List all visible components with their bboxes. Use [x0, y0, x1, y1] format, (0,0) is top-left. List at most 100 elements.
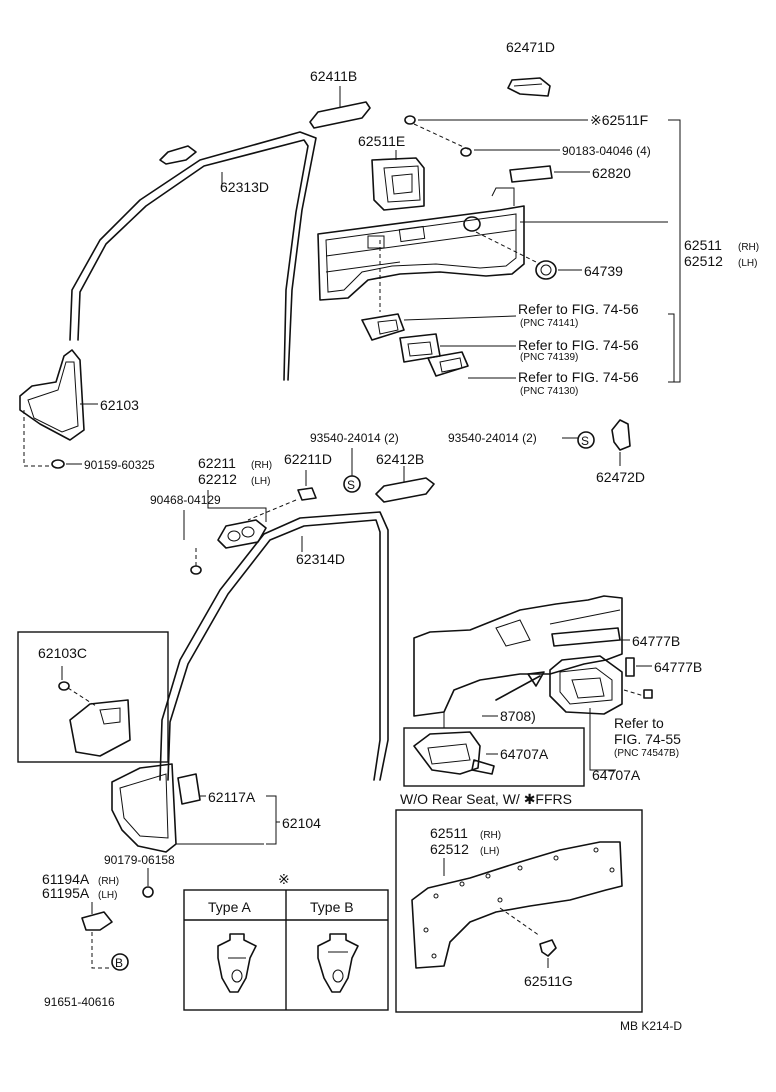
part-64707A-drawing — [549, 655, 653, 771]
part-64707A-inset-drawing — [413, 731, 498, 775]
s-washer-left: S — [343, 475, 361, 493]
label-refer-3: Refer to FIG. 74-56 — [518, 369, 639, 385]
label-wo-rear-seat: W/O Rear Seat, W/ ✱FFRS — [400, 791, 572, 807]
guide-62211D — [247, 499, 297, 521]
label-62314D: 62314D — [296, 551, 345, 567]
part-64777B-strip — [551, 627, 630, 647]
part-62211-garnish — [217, 519, 267, 549]
part-62412B-drawing — [375, 466, 435, 503]
leader-62211 — [207, 490, 267, 522]
label-62511-lower-rh: (RH) — [480, 830, 501, 841]
part-62104-drawing — [111, 763, 264, 853]
label-62313D: 62313D — [220, 179, 269, 195]
label-62103: 62103 — [100, 397, 139, 413]
label-64777B-1: 64777B — [632, 633, 680, 649]
part-90179-nut — [142, 886, 154, 898]
label-61194A: 61194A — [42, 871, 90, 887]
inset-box-62103C — [17, 631, 169, 763]
label-pnc-B: (PNC 74547B) — [614, 748, 679, 759]
label-type-a: Type A — [208, 899, 251, 915]
svg-text:S: S — [581, 434, 589, 448]
label-90183: 90183-04046 (4) — [562, 144, 651, 158]
part-62211D-screw — [297, 487, 317, 501]
label-62411B: 62411B — [310, 68, 357, 84]
label-62104: 62104 — [282, 815, 321, 831]
part-62471D-drawing — [507, 77, 551, 97]
label-61194A-rh: (RH) — [98, 876, 119, 887]
part-64739-drawing — [475, 231, 582, 280]
inset-box-64707A — [403, 727, 585, 787]
label-62512-lower: 62512 — [430, 841, 469, 857]
label-62471D: 62471D — [506, 39, 555, 55]
label-refer-1: Refer to FIG. 74-56 — [518, 301, 639, 317]
part-62313D-drawing — [69, 131, 317, 381]
part-62472D-drawing — [611, 419, 631, 466]
label-90179: 90179-06158 — [104, 853, 175, 867]
label-64739: 64739 — [584, 263, 623, 279]
label-clip-mark: ※ — [278, 871, 290, 887]
label-62211D: 62211D — [284, 451, 332, 467]
label-62512-lower-lh: (LH) — [480, 846, 499, 857]
part-rear-panel-drawing — [411, 841, 623, 969]
part-62314D-drawing — [159, 511, 389, 781]
label-91651: 91651-40616 — [44, 995, 115, 1009]
label-diagram-code: MB K214-D — [620, 1019, 682, 1033]
label-62211-rh: (RH) — [251, 460, 272, 471]
label-62212-lh: (LH) — [251, 476, 270, 487]
inset-box-rear-panel — [395, 809, 643, 1013]
label-fig-B: FIG. 74-55 — [614, 731, 681, 747]
label-pnc-3: (PNC 74130) — [520, 386, 578, 397]
bracket-62104 — [266, 795, 277, 845]
part-inner-handle-3 — [427, 351, 516, 379]
part-62511E-drawing — [371, 150, 425, 211]
label-62211: 62211 — [198, 455, 236, 471]
part-62103-drawing — [19, 349, 98, 467]
label-62511-rh: (RH) — [738, 242, 759, 253]
part-62511G-clip — [539, 939, 557, 968]
part-61194A-bracket — [81, 902, 113, 969]
label-93540-right: 93540-24014 (2) — [448, 431, 537, 445]
arrow-shaft — [495, 675, 541, 701]
label-62117A: 62117A — [208, 789, 256, 805]
label-93540-left: 93540-24014 (2) — [310, 431, 399, 445]
arrow-head — [527, 671, 545, 687]
part-90468-clip — [190, 565, 202, 575]
b-bolt-marker: B — [111, 953, 129, 971]
label-61195A-lh: (LH) — [98, 890, 117, 901]
bracket-refer — [668, 313, 675, 382]
part-64777B-small — [625, 657, 652, 677]
label-62511E: 62511E — [358, 133, 405, 149]
label-90159: 90159-60325 — [84, 458, 155, 472]
s-washer-right: S — [577, 431, 595, 449]
label-90468: 90468-04129 — [150, 493, 221, 507]
part-62411B-drawing — [309, 86, 371, 129]
part-inner-handle-2 — [399, 333, 516, 363]
label-62412B: 62412B — [376, 451, 424, 467]
label-64707A-inset: 64707A — [500, 746, 549, 762]
part-90183-drawing — [460, 147, 560, 157]
part-62511-panel-drawing — [317, 187, 668, 301]
label-62820: 62820 — [592, 165, 631, 181]
label-pnc-2: (PNC 74139) — [520, 352, 578, 363]
label-64777B-2: 64777B — [654, 659, 702, 675]
label-62472D: 62472D — [596, 469, 645, 485]
part-90159-drawing — [51, 459, 82, 469]
part-62511F-drawing — [404, 115, 588, 151]
label-62511G: 62511G — [524, 973, 573, 989]
part-upper-right-panel — [413, 595, 623, 728]
svg-text:B: B — [115, 956, 123, 970]
label-refer-2: Refer to FIG. 74-56 — [518, 337, 639, 353]
label-8708: 8708) — [500, 708, 536, 724]
label-62212: 62212 — [198, 471, 237, 487]
label-62512-lh: (LH) — [738, 258, 757, 269]
label-pnc-1: (PNC 74141) — [520, 318, 578, 329]
clip-type-a-drawing — [217, 933, 257, 993]
label-62511-lower: 62511 — [430, 825, 468, 841]
part-62103C-drawing — [58, 666, 131, 757]
label-type-b: Type B — [310, 899, 354, 915]
label-62511F: ※62511F — [590, 112, 648, 128]
label-62512: 62512 — [684, 253, 723, 269]
label-62511: 62511 — [684, 237, 722, 253]
